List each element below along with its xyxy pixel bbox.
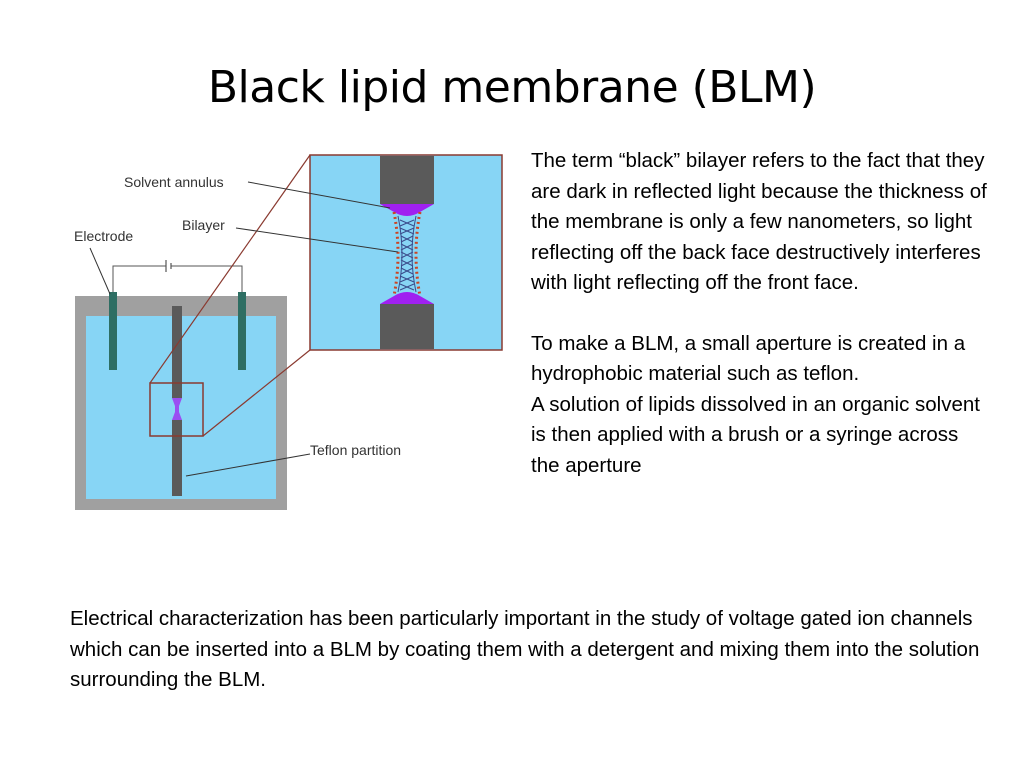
inset-partition-top — [380, 156, 434, 204]
paragraph-electrical-characterization: Electrical characterization has been par… — [70, 607, 980, 691]
slide-title: Black lipid membrane (BLM) — [207, 62, 817, 113]
zoom-line-top — [149, 154, 311, 384]
explanation-text: The term “black” bilayer refers to the f… — [531, 146, 991, 481]
zoom-line-bottom — [202, 349, 311, 437]
electrode-right — [238, 292, 246, 370]
paragraph-black-bilayer: The term “black” bilayer refers to the f… — [531, 149, 987, 294]
solvent-annulus-bottom — [380, 292, 434, 304]
zoom-box — [149, 382, 204, 437]
blm-diagram: Solvent annulus Bilayer Electrode Teflon… — [74, 154, 503, 510]
circuit-wire — [112, 265, 166, 292]
paragraph-make-blm: To make a BLM, a small aperture is creat… — [531, 331, 980, 477]
label-solvent-annulus: Solvent annulus — [124, 174, 224, 190]
label-bilayer: Bilayer — [182, 217, 225, 233]
mini-membrane — [172, 398, 182, 420]
inset-partition-bottom — [380, 304, 434, 349]
label-teflon-partition: Teflon partition — [310, 442, 401, 458]
solvent-annulus-top — [380, 204, 434, 216]
bilayer — [392, 211, 422, 297]
electrode-left — [109, 292, 117, 370]
label-electrode: Electrode — [74, 228, 133, 244]
